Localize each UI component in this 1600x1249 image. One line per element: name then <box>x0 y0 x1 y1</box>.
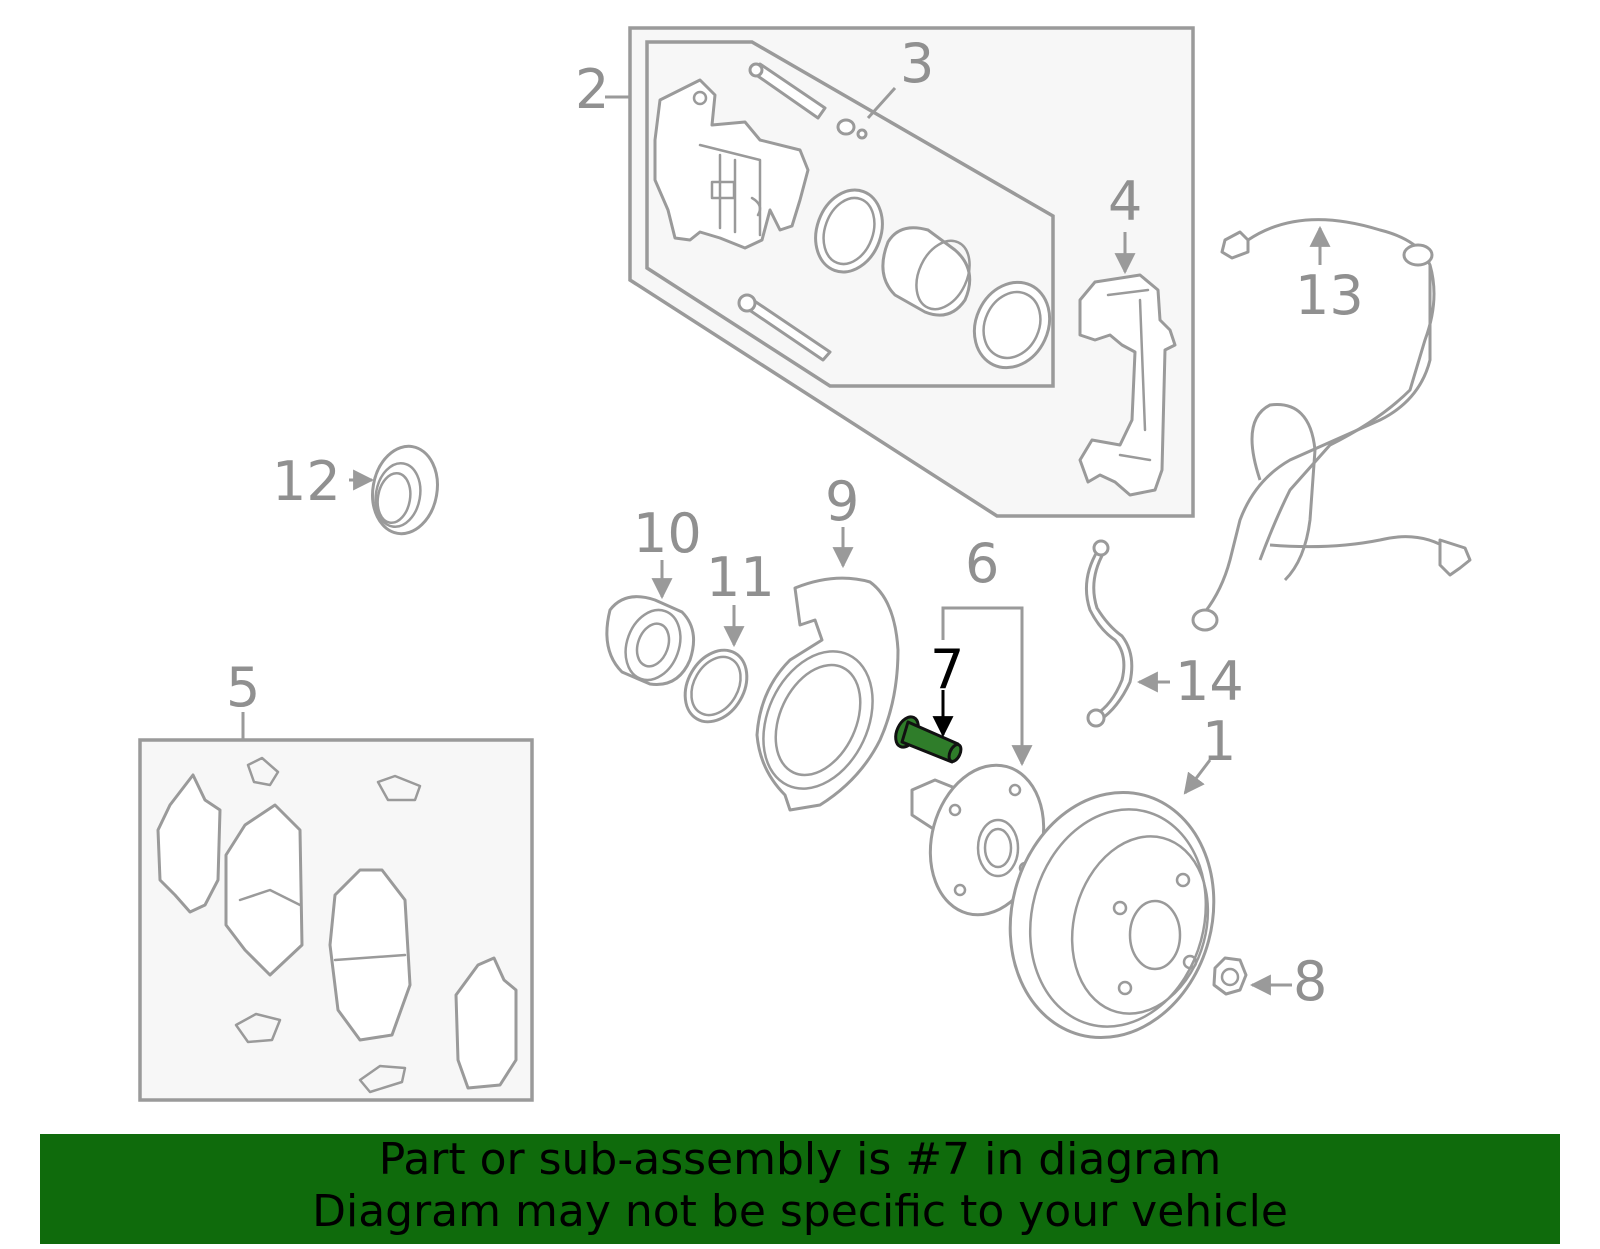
caliper-bracket <box>1078 273 1177 497</box>
dust-shield <box>755 576 900 812</box>
guide-pin-upper <box>748 62 868 140</box>
dust-seal <box>371 444 439 536</box>
callout-13: 13 <box>1295 264 1364 327</box>
callout-2: 2 <box>575 58 609 121</box>
lug-nut <box>1212 956 1248 996</box>
wheel-hub <box>910 763 1046 917</box>
leader-lines <box>241 86 1331 996</box>
info-banner: Part or sub-assembly is #7 in diagram Di… <box>40 1134 1560 1244</box>
callout-11: 11 <box>706 546 775 609</box>
wheel-bearing <box>605 595 696 686</box>
callout-5: 5 <box>226 656 260 719</box>
callout-6: 6 <box>965 532 999 595</box>
callout-8: 8 <box>1293 950 1327 1013</box>
guide-pin-lower <box>737 293 832 362</box>
callout-14: 14 <box>1175 650 1244 713</box>
callout-9: 9 <box>825 470 859 533</box>
brake-rotor <box>1008 790 1216 1040</box>
callout-3: 3 <box>900 32 934 95</box>
callout-12: 12 <box>272 450 341 513</box>
wheel-stud-highlighted <box>894 715 963 764</box>
callout-1: 1 <box>1202 710 1236 773</box>
banner-line-disclaimer: Diagram may not be specific to your vehi… <box>312 1186 1288 1237</box>
callout-7-highlighted: 7 <box>930 638 964 701</box>
piston-seal <box>814 188 884 274</box>
abs-sensor-harness <box>1191 218 1472 632</box>
piston <box>881 226 972 317</box>
caliper-housing <box>653 78 810 250</box>
callout-10: 10 <box>633 502 702 565</box>
brake-pad-set-box <box>138 738 534 1102</box>
dust-boot <box>972 280 1052 370</box>
callout-4: 4 <box>1108 170 1142 233</box>
snap-ring <box>683 648 749 724</box>
banner-line-part-number: Part or sub-assembly is #7 in diagram <box>378 1134 1222 1185</box>
brake-hose <box>1084 539 1134 728</box>
